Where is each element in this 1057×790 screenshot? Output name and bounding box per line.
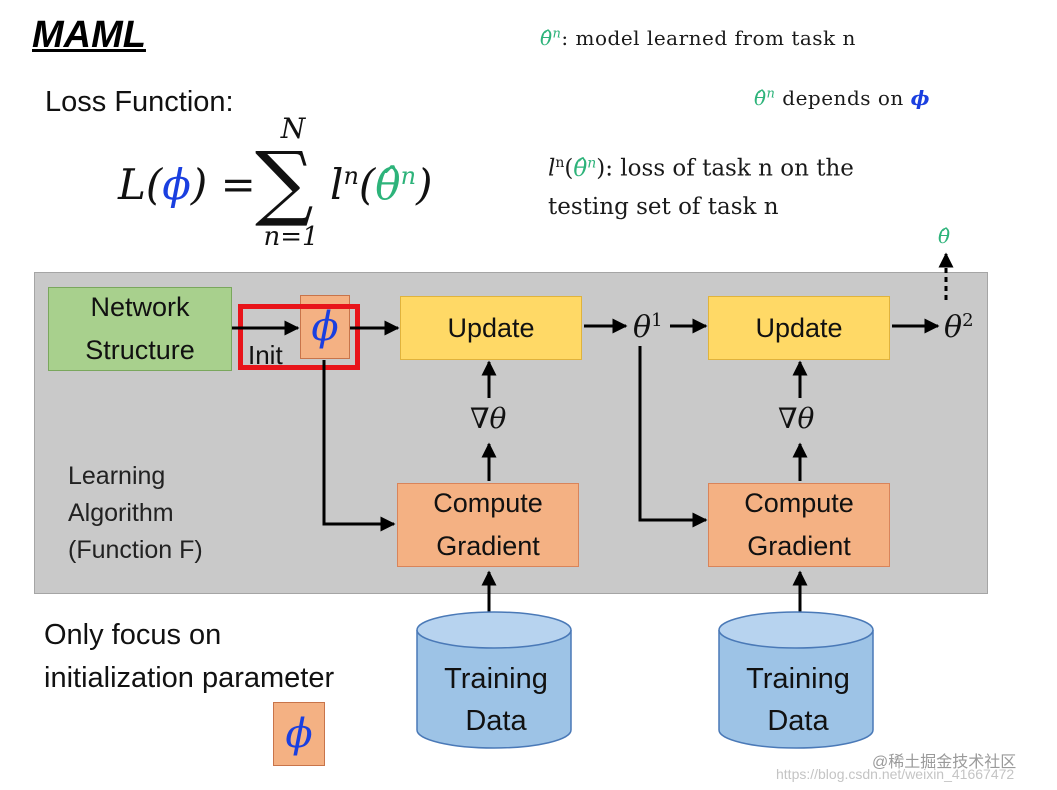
theta-hat-n-symbol: θ̂n [754,86,776,110]
init-label: Init [248,340,283,370]
loss-description-line2: testing set of task n [548,194,779,220]
training-data-label-1: Training Data [444,663,548,737]
update-box-2: Update [708,296,890,360]
sum-lower-limit: n=1 [263,222,319,252]
update-box-2-label: Update [755,312,843,343]
highlight-rectangle [238,304,360,370]
loss-equation-rhs: ln(θ̂n) [330,160,433,209]
compute-gradient-box-2: Compute Gradient [708,483,890,567]
legend-depends-on: θ̂n depends on ϕ [754,86,930,110]
theta-2-label: θ2 [944,310,974,345]
network-structure-line2: Structure [85,335,195,365]
network-structure-box: Network Structure [48,287,232,371]
compute-gradient-box-1: Compute Gradient [397,483,579,567]
footer-text: Only focus on initialization parameter [44,614,334,700]
footer-line2: initialization parameter [44,662,335,694]
footer-line1: Only focus on [44,619,222,651]
learning-algorithm-label-line1: Learning [68,462,166,490]
legend-model-learned: θ̂n: model learned from task n [540,26,856,50]
legend-model-learned-text: : model learned from task n [561,26,856,50]
loss-equation-lhs: L(ϕ) = [118,160,256,209]
phi-symbol: ϕ [285,711,313,757]
watermark-line1: @稀土掘金技术社区 [872,754,1017,771]
watermark-line2: https://blog.csdn.net/weixin_41667472 [776,766,1015,782]
phi-footer-box: ϕ [273,702,325,766]
theta-hat-n-symbol: θ̂n [375,160,417,209]
phi-symbol: ϕ [311,304,339,350]
gradient-label-1: ∇θ [470,402,507,435]
learning-algorithm-label: Learning Algorithm (Function F) [68,458,203,569]
loss-description-line1: ln(θ̂n): loss of task n on the [548,155,854,182]
training-data-label-2: Training Data [746,663,850,737]
theta-hat-label: θ̂ [938,224,951,248]
legend-depends-on-text: depends on [782,86,904,110]
network-structure-line1: Network [90,292,190,322]
theta-1-label: θ1 [633,310,663,345]
arrow-phi-to-compute [322,360,396,532]
loss-function-label: Loss Function: [45,86,234,118]
learning-algorithm-label-line2: Algorithm [68,499,174,527]
phi-symbol: ϕ [910,86,930,110]
compute-gradient-2-line2: Gradient [747,531,851,561]
sum-symbol: ∑ [255,135,314,230]
update-box-1-label: Update [447,312,535,343]
gradient-label-2: ∇θ [778,402,815,435]
theta-hat-n-symbol: θ̂n [540,26,562,50]
training-data-cylinder-1 [416,611,572,749]
page-title: MAML [32,14,146,56]
learning-algorithm-label-line3: (Function F) [68,536,203,564]
phi-symbol: ϕ [162,160,191,209]
compute-gradient-1-line2: Gradient [436,531,540,561]
sum-upper-limit: N [280,112,306,145]
arrow-theta1-to-compute2 [638,346,708,528]
loss-description-text: : loss of task n on the [605,155,854,182]
compute-gradient-1-line1: Compute [433,488,543,518]
training-data-cylinder-2 [718,611,874,749]
compute-gradient-2-line1: Compute [744,488,854,518]
update-box-1: Update [400,296,582,360]
